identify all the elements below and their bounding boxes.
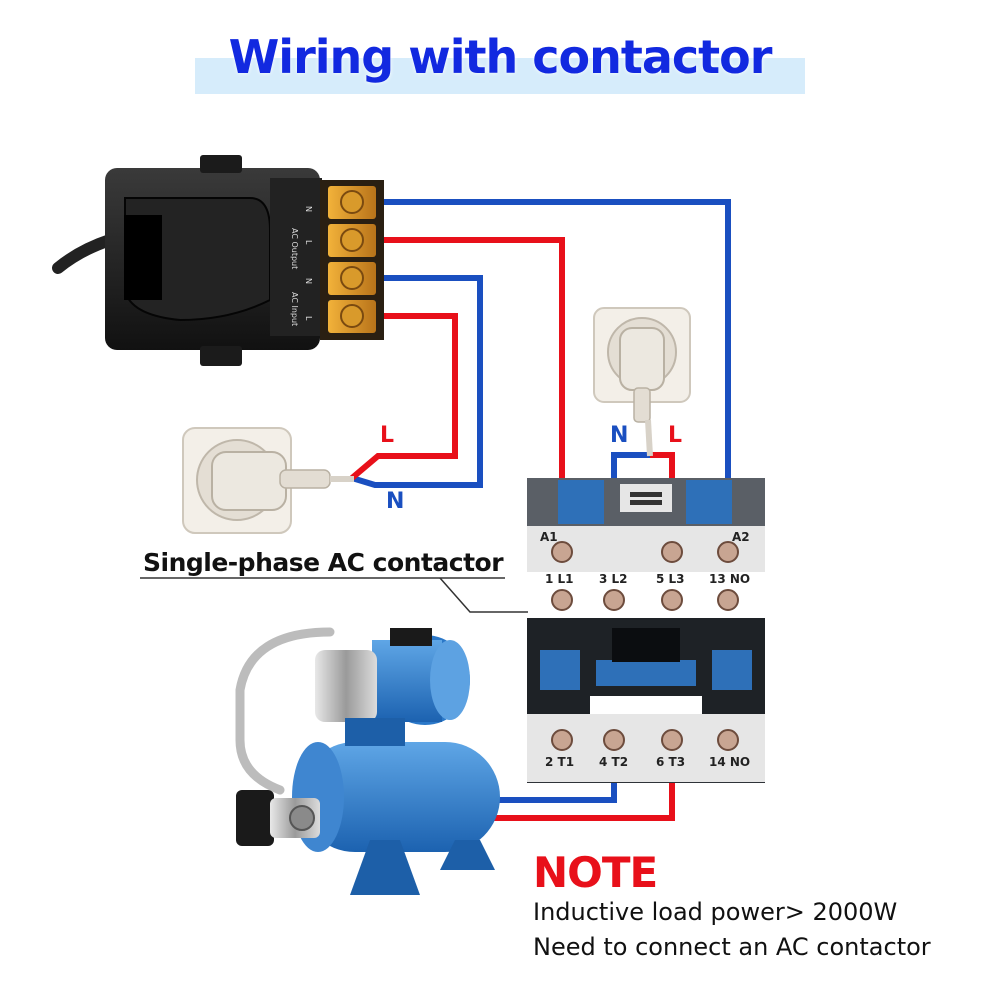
remote-relay-module: AC Output AC Input N L N L <box>52 155 384 366</box>
output-pin-l: L <box>304 240 313 245</box>
terminal-14-label: 14 NO <box>709 755 750 769</box>
contactor-caption: Single-phase AC contactor <box>143 548 504 577</box>
terminal-4-label: 4 T2 <box>599 755 628 769</box>
receiver-window <box>124 215 162 300</box>
wire-output-live-to-a1 <box>384 237 565 548</box>
diagram-title: Wiring with contactor <box>228 30 773 84</box>
screw-head <box>340 228 364 252</box>
right-neutral-label: N <box>610 423 628 448</box>
mount-tab-top <box>200 155 242 173</box>
pressure-tank <box>300 742 500 852</box>
terminal-2-label: 2 T1 <box>545 755 574 769</box>
left-live-label: L <box>380 423 394 448</box>
ac-contactor: A1 A2 1 L1 3 L2 5 L3 13 NO 2 T1 4 T2 6 T… <box>527 478 765 783</box>
terminal-5-label: 5 L3 <box>656 572 685 586</box>
antenna-cable <box>52 234 116 274</box>
terminal-13-label: 13 NO <box>709 572 750 586</box>
terminal-3-label: 3 L2 <box>599 572 628 586</box>
terminal-screws <box>328 186 376 333</box>
plug-head <box>211 451 287 511</box>
terminal-label-panel <box>270 178 322 336</box>
contactor-screws <box>551 541 739 751</box>
output-group-label: AC Output <box>290 228 299 269</box>
right-wall-socket <box>593 307 691 457</box>
terminal-1-label: 1 L1 <box>545 572 574 586</box>
title-highlight <box>195 58 805 94</box>
terminal-6-label: 6 T3 <box>656 755 685 769</box>
plug-stem <box>279 469 331 489</box>
mount-tab-bottom <box>200 346 242 366</box>
right-live-label: L <box>668 423 682 448</box>
screw-head <box>340 266 364 290</box>
coil-a1-label: A1 <box>540 530 558 544</box>
input-pin-n: N <box>304 278 313 284</box>
note-line-2: Need to connect an AC contactor <box>533 933 931 961</box>
input-group-label: AC Input <box>290 292 299 326</box>
note-line-1: Inductive load power> 2000W <box>533 898 898 926</box>
plug-stem <box>633 387 651 423</box>
left-wall-socket <box>182 427 354 534</box>
left-neutral-label: N <box>386 489 404 514</box>
input-pin-l: L <box>304 316 313 321</box>
output-pin-n: N <box>304 206 313 212</box>
wire-input-live <box>350 313 458 481</box>
wire-output-neutral-to-a2 <box>384 199 731 548</box>
plug-head <box>619 327 665 391</box>
screw-head <box>340 304 364 328</box>
screw-head <box>340 190 364 214</box>
water-pump <box>235 627 500 895</box>
note-title: NOTE <box>533 848 658 897</box>
wire-input-neutral <box>351 275 483 488</box>
caption-leader <box>439 577 528 613</box>
plug-cord <box>645 419 653 457</box>
coil-a2-label: A2 <box>732 530 750 544</box>
